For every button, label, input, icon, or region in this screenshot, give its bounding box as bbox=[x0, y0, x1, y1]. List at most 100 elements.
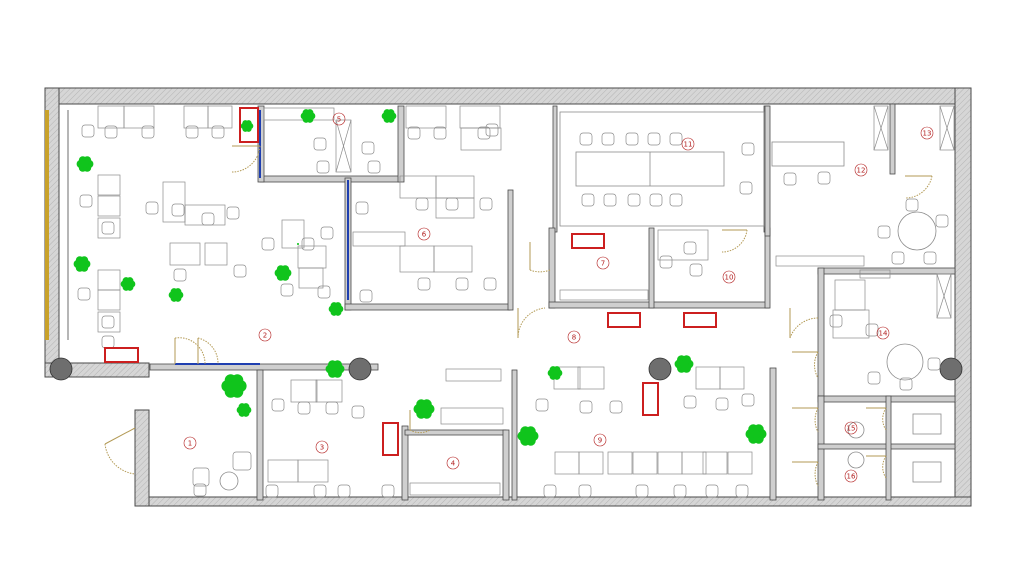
plant-icon bbox=[76, 156, 94, 172]
wall-room5-bottom bbox=[259, 175, 401, 183]
desk-icon bbox=[207, 105, 233, 129]
chair-icon bbox=[578, 484, 592, 498]
desk-icon bbox=[834, 279, 866, 311]
door-swing-icon bbox=[866, 407, 887, 431]
wall-wc-split bbox=[885, 395, 892, 501]
room-number-label: 14 bbox=[879, 330, 888, 338]
door-swing-icon bbox=[866, 455, 887, 479]
room-number-circle bbox=[417, 227, 431, 241]
chair-icon bbox=[280, 283, 294, 297]
room-number-label: 16 bbox=[847, 473, 856, 481]
room-number-circle bbox=[854, 163, 868, 177]
room-number-label: 15 bbox=[847, 425, 856, 433]
room-number-circle bbox=[844, 469, 858, 483]
chair-icon bbox=[337, 484, 351, 498]
plant-icon bbox=[274, 265, 292, 281]
chair-icon bbox=[735, 484, 749, 498]
chair-icon bbox=[104, 125, 118, 139]
columns bbox=[49, 357, 963, 381]
room-13: 13 bbox=[920, 126, 934, 140]
chair-icon bbox=[173, 268, 187, 282]
chair-icon bbox=[647, 132, 661, 146]
wall-room6-right bbox=[507, 189, 514, 311]
chair-icon bbox=[261, 237, 275, 251]
room-14: 14 bbox=[876, 326, 890, 340]
chair-icon bbox=[201, 212, 215, 226]
chair-icon bbox=[455, 277, 469, 291]
desk-icon bbox=[97, 195, 121, 217]
chair-icon bbox=[865, 323, 879, 337]
wall-room9-right bbox=[769, 367, 777, 501]
desk-icon bbox=[97, 289, 121, 311]
desk-icon bbox=[727, 451, 753, 475]
door-swing-icon bbox=[529, 242, 551, 273]
plant-icon bbox=[221, 374, 247, 398]
desk-icon bbox=[399, 245, 435, 273]
wall-room12-left bbox=[764, 105, 771, 237]
chair-icon bbox=[407, 126, 421, 140]
plant-icon bbox=[120, 277, 136, 291]
plant-icon bbox=[296, 243, 300, 245]
chair-icon bbox=[485, 123, 499, 137]
room-number-circle bbox=[446, 456, 460, 470]
chair-icon bbox=[625, 132, 639, 146]
chair-icon bbox=[101, 315, 115, 329]
wall-room4-right bbox=[502, 429, 510, 501]
chair-icon bbox=[355, 201, 369, 215]
desk-icon bbox=[204, 242, 228, 266]
chair-icon bbox=[171, 203, 185, 217]
sink-icon bbox=[847, 451, 865, 469]
chair-icon bbox=[77, 287, 91, 301]
wall-room5-right bbox=[397, 105, 405, 183]
desk-icon bbox=[281, 219, 305, 249]
room-number-circle bbox=[844, 421, 858, 435]
chair-icon bbox=[433, 126, 447, 140]
door-swing-icon bbox=[792, 351, 819, 379]
chair-icon bbox=[193, 483, 207, 497]
chair-icon bbox=[211, 125, 225, 139]
column-icon bbox=[939, 357, 963, 381]
room-3: 3 bbox=[315, 440, 329, 454]
plant-icon bbox=[745, 424, 767, 444]
plant-icon bbox=[73, 256, 91, 272]
desk-icon bbox=[405, 105, 447, 129]
chair-icon bbox=[351, 405, 365, 419]
desk-icon bbox=[315, 379, 343, 403]
chair-icon bbox=[683, 241, 697, 255]
chair-icon bbox=[479, 197, 493, 211]
room-12: 12 bbox=[854, 163, 868, 177]
room-number-circle bbox=[567, 330, 581, 344]
toilet-icon bbox=[912, 461, 942, 483]
chair-icon bbox=[301, 237, 315, 251]
chair-icon bbox=[817, 171, 831, 185]
desk-icon bbox=[554, 451, 580, 475]
room-number-circle bbox=[876, 326, 890, 340]
chair-icon bbox=[483, 277, 497, 291]
door-swing-icon bbox=[174, 337, 206, 365]
desk-icon bbox=[578, 451, 604, 475]
chair-icon bbox=[226, 206, 240, 220]
chair-icon bbox=[739, 181, 753, 195]
kitchen-counter bbox=[440, 368, 504, 425]
desk-icon bbox=[297, 459, 329, 483]
chair-icon bbox=[141, 125, 155, 139]
room-number-circle bbox=[681, 137, 695, 151]
desk-icon bbox=[435, 197, 475, 219]
room-number-circle bbox=[722, 270, 736, 284]
wall-room12-bottom bbox=[817, 267, 956, 275]
desk-icon bbox=[657, 451, 683, 475]
chair-icon bbox=[79, 194, 93, 208]
plant-icon bbox=[517, 426, 539, 446]
room-number-label: 3 bbox=[320, 444, 324, 452]
chair-icon bbox=[899, 377, 913, 391]
chair-icon bbox=[741, 393, 755, 407]
room-number-label: 8 bbox=[572, 334, 576, 342]
room-number-label: 5 bbox=[337, 116, 341, 124]
desk-icon bbox=[832, 309, 870, 339]
chair-icon bbox=[683, 395, 697, 409]
plant-icon bbox=[325, 360, 345, 378]
door-swing-icon bbox=[197, 337, 219, 365]
chair-icon bbox=[609, 400, 623, 414]
